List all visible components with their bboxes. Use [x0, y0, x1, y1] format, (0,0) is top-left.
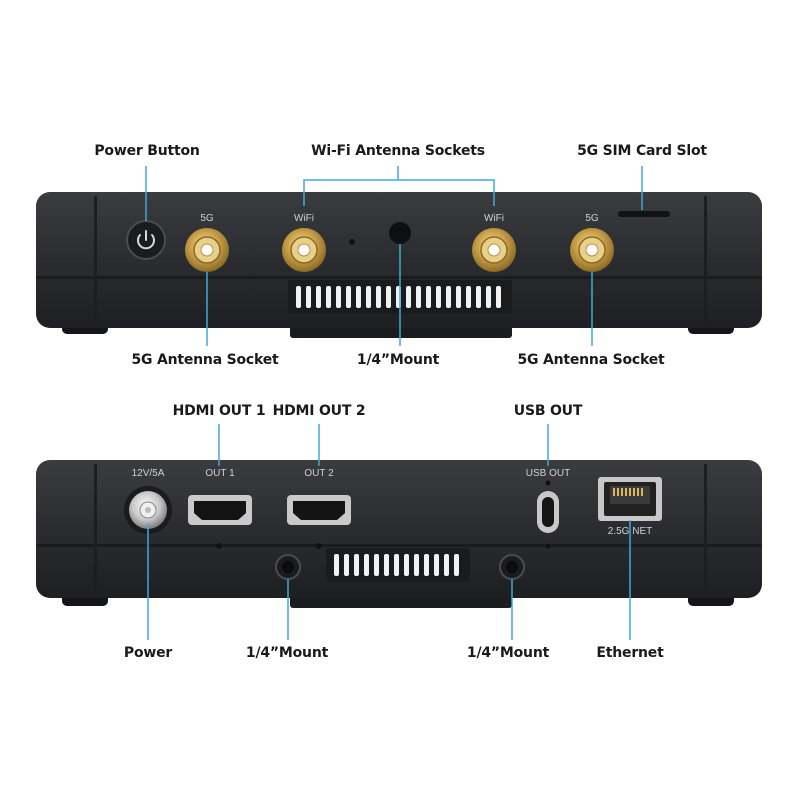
callout-5g-antenna-right: 5G Antenna Socket [517, 352, 665, 368]
silk-out1: OUT 1 [205, 468, 235, 479]
silk-5g-right: 5G [585, 213, 599, 224]
callout-usb-out: USB OUT [513, 403, 583, 419]
power-button[interactable] [126, 220, 166, 260]
callout-mount-bottom-left: 1/4”Mount [245, 645, 329, 661]
mount-hole-top [389, 222, 411, 244]
callout-sim-card-slot: 5G SIM Card Slot [577, 143, 707, 159]
indicator-hole [349, 239, 355, 245]
leader-lines-bottom [147, 424, 631, 640]
callout-power: Power [123, 645, 173, 661]
mount-hole-bottom-right [499, 554, 525, 580]
ethernet-port [598, 477, 662, 521]
hdmi-port-2 [287, 495, 351, 525]
vent-grille-bottom [326, 548, 470, 582]
device-body-top [36, 192, 762, 328]
usb-c-port [537, 491, 559, 533]
silk-usb-out: USB OUT [526, 468, 570, 479]
power-icon [137, 230, 155, 250]
callout-ethernet: Ethernet [596, 645, 664, 661]
hole-left [216, 543, 222, 549]
bottom-device: 12V/5A OUT 1 OUT 2 USB OUT 2.5G NET [36, 460, 762, 608]
leader-lines-top [145, 166, 643, 346]
usb-led-top [545, 480, 551, 486]
silk-power-rating: 12V/5A [132, 468, 165, 479]
top-device: 5G WiFi WiFi 5G [36, 192, 762, 338]
usb-led-bottom [545, 543, 551, 549]
callout-wifi-antenna-sockets: Wi-Fi Antenna Sockets [311, 143, 485, 159]
callout-mount-bottom-right: 1/4”Mount [466, 645, 550, 661]
antenna-socket-5g-left [185, 228, 229, 272]
silk-wifi-right: WiFi [484, 213, 504, 224]
antenna-socket-wifi-right [472, 228, 516, 272]
antenna-socket-wifi-left [282, 228, 326, 272]
callout-5g-antenna-left: 5G Antenna Socket [131, 352, 279, 368]
callout-hdmi-out-2: HDMI OUT 2 [272, 403, 366, 419]
antenna-socket-5g-right [570, 228, 614, 272]
hdmi-port-1 [188, 495, 252, 525]
callout-hdmi-out-1: HDMI OUT 1 [172, 403, 266, 419]
hole-mid [316, 543, 322, 549]
sim-card-slot[interactable] [618, 211, 670, 217]
power-connector [124, 486, 172, 534]
mount-hole-bottom-left [275, 554, 301, 580]
callout-mount-top: 1/4”Mount [356, 352, 440, 368]
silk-wifi-left: WiFi [294, 213, 314, 224]
callout-power-button: Power Button [94, 143, 200, 159]
device-body-bottom [36, 460, 762, 598]
silk-5g-left: 5G [200, 213, 214, 224]
silk-out2: OUT 2 [304, 468, 334, 479]
